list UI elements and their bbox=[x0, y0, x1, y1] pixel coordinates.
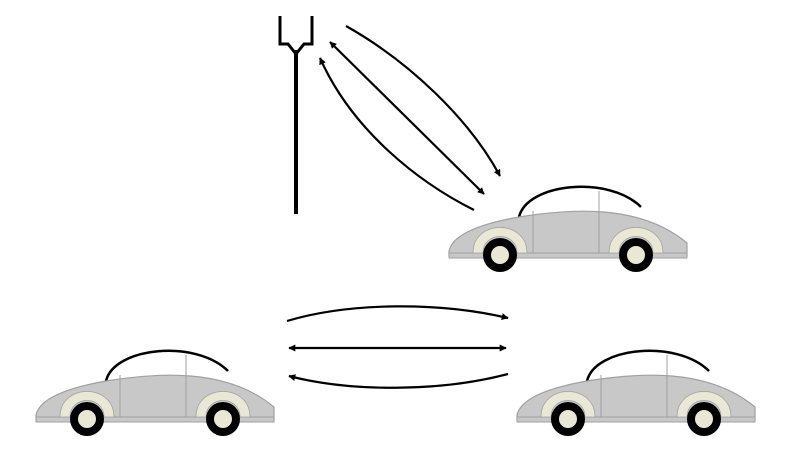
arrow-v2i-downlink bbox=[346, 26, 500, 176]
v2v-links bbox=[287, 306, 508, 387]
car-icon bbox=[449, 187, 687, 272]
antenna-icon bbox=[280, 16, 312, 214]
arrow-v2i-bidirectional bbox=[330, 42, 484, 194]
arrow-v2v-forward bbox=[287, 306, 508, 321]
v2i-links bbox=[320, 26, 500, 210]
arrow-v2v-backward bbox=[289, 374, 508, 388]
car-icon bbox=[517, 351, 755, 436]
arrow-v2i-uplink bbox=[320, 58, 474, 210]
car-icon bbox=[36, 351, 274, 436]
